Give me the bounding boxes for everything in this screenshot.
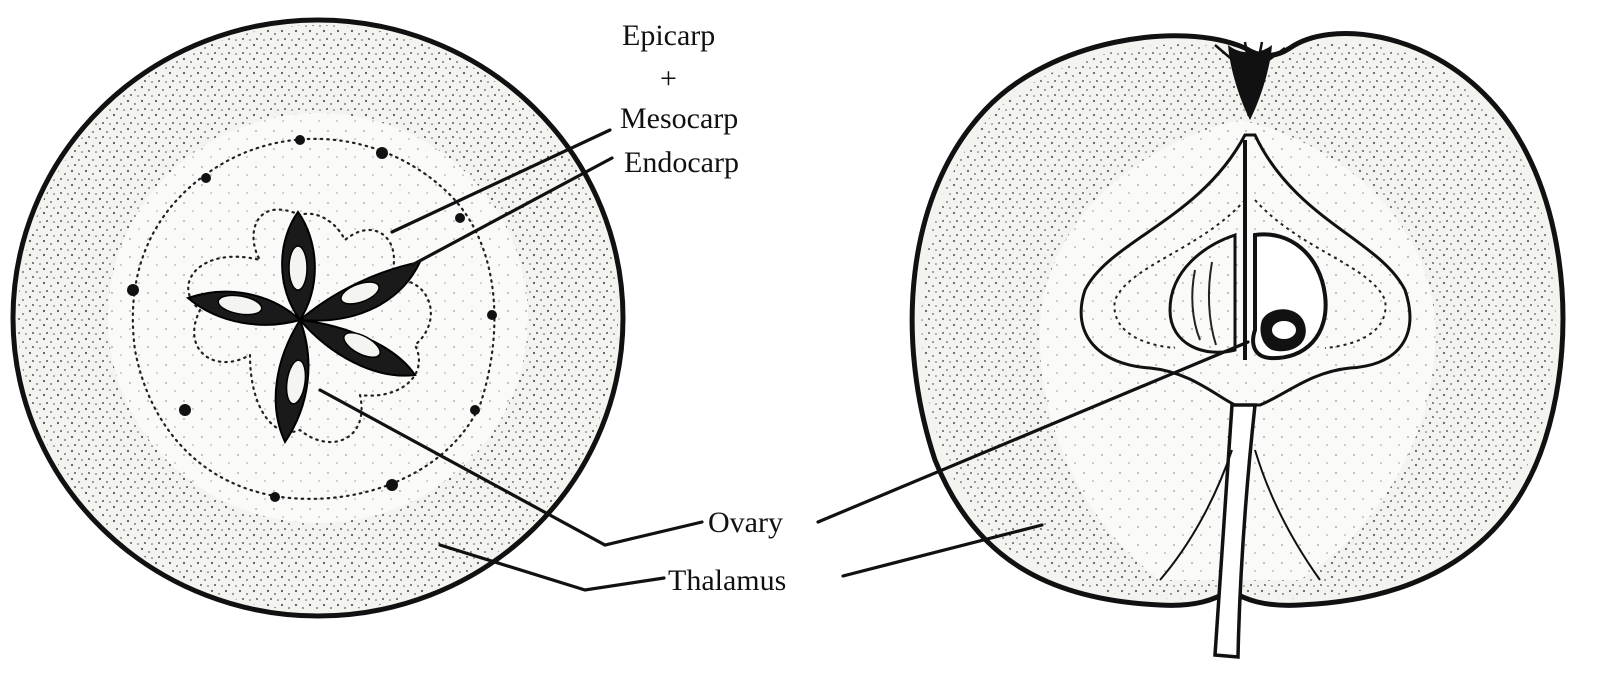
label-plus: + [660,62,677,95]
transverse-section [13,20,623,616]
label-epicarp: Epicarp [622,19,715,52]
label-mesocarp: Mesocarp [620,102,738,135]
label-ovary: Ovary [708,506,783,539]
labels: Epicarp + Mesocarp Endocarp Ovary Thalam… [620,19,786,597]
label-endocarp: Endocarp [624,146,739,179]
label-thalamus: Thalamus [668,564,786,597]
ls-seed-highlight [1272,321,1296,339]
